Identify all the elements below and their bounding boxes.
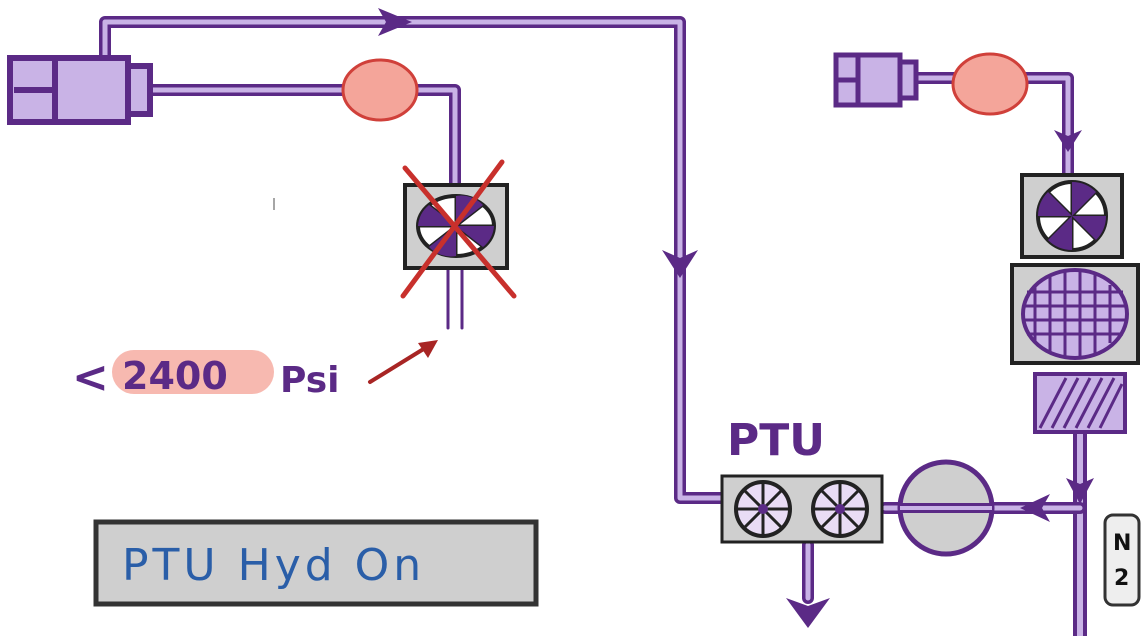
n2-letter: N	[1113, 531, 1131, 556]
pressure-label: < 2400 Psi	[72, 350, 340, 403]
pressure-value: 2400	[122, 354, 228, 398]
pressure-highlight	[112, 350, 274, 394]
reservoir-icon	[7, 55, 153, 125]
pump-icon	[811, 480, 869, 538]
n2-tag: N 2	[1103, 513, 1141, 607]
valve-icon	[951, 52, 1029, 116]
flow-arrows	[378, 8, 1094, 628]
reservoir-icon	[833, 52, 919, 108]
pointer-arrow-icon	[368, 340, 438, 384]
filter-icon	[1010, 263, 1140, 365]
n2-subscript: 2	[1114, 566, 1129, 591]
valve-icon	[341, 58, 419, 122]
pump-icon	[734, 480, 792, 538]
pressure-unit: Psi	[280, 360, 340, 401]
status-box: PTU Hyd On	[93, 519, 539, 607]
pump-icon	[1020, 173, 1124, 259]
ptu-title: PTU	[727, 415, 825, 466]
arrow-right-icon	[378, 8, 412, 36]
ptu-unit	[720, 474, 884, 544]
status-text: PTU Hyd On	[122, 540, 425, 591]
arrow-down-icon	[786, 598, 830, 628]
accumulator-icon	[1033, 372, 1127, 434]
arrow-down-icon	[1066, 478, 1094, 504]
pressure-prefix: <	[72, 352, 109, 403]
failed-x-mark	[400, 159, 517, 299]
arrow-down-icon	[1054, 130, 1082, 152]
arrow-left-icon	[1020, 494, 1050, 522]
arrow-down-icon	[662, 250, 698, 278]
